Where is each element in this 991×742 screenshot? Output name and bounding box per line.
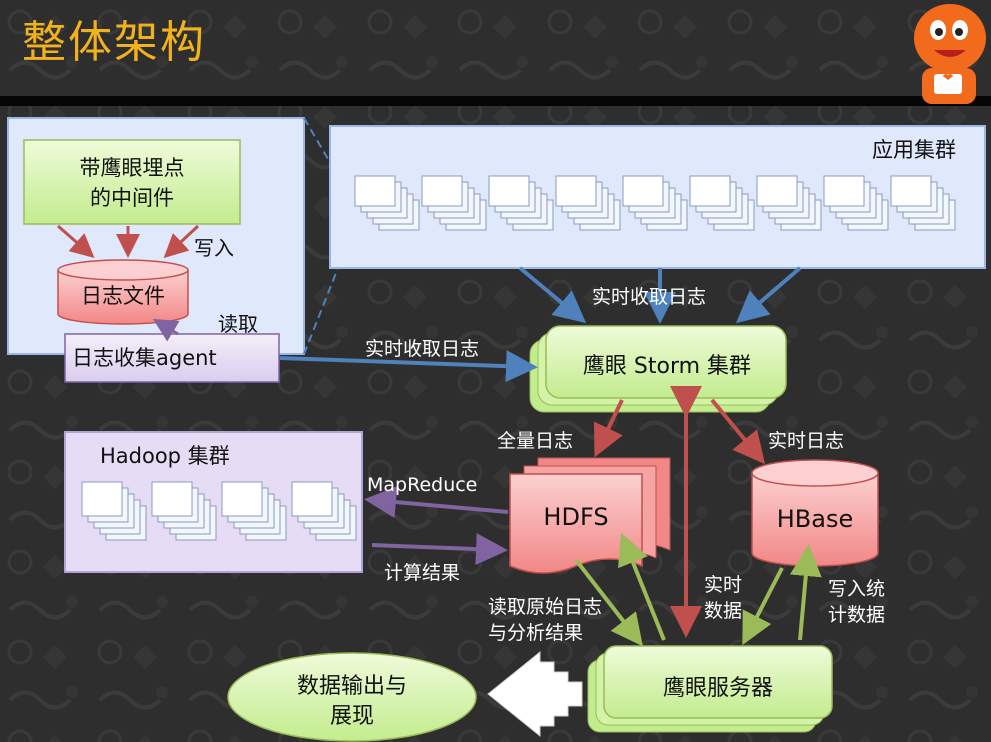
collect-arrow-3: [735, 266, 802, 324]
server-stack-icon: [890, 175, 956, 231]
server-stack-icon: [151, 481, 217, 541]
write-stats-label-line1: 写入统: [828, 578, 886, 600]
storm-cluster-label: 鹰眼 Storm 集群: [582, 354, 752, 379]
server-stack-icon: [291, 481, 357, 541]
log-agent-node: [64, 333, 280, 383]
server-stack-icon: [756, 175, 822, 231]
collect-arrow-1: [518, 266, 587, 324]
write-stats-label-line2: 计数据: [828, 604, 886, 626]
hdfs-node: [509, 457, 671, 574]
realtime-data-arrow: [742, 567, 784, 646]
write-arrow-1: [57, 224, 95, 258]
realtime-log-label: 实时日志: [768, 430, 845, 452]
full-log-label: 全量日志: [497, 430, 574, 452]
log-file-label: 日志文件: [81, 284, 165, 308]
app-server-stacks: [354, 175, 956, 231]
app-cluster-label: 应用集群: [872, 138, 956, 162]
server-stack-icon: [81, 481, 147, 541]
realtime-collect-left-label: 实时收取日志: [365, 338, 480, 360]
server-stack-icon: [555, 175, 621, 231]
compute-result-label: 计算结果: [384, 562, 461, 584]
middleware-label-line1: 带鹰眼埋点: [79, 156, 185, 180]
output-label-line2: 展现: [329, 704, 374, 729]
server-to-hdfs-arrow: [618, 532, 666, 641]
log-file-node: [57, 259, 189, 325]
write-label: 写入: [194, 236, 234, 260]
hadoop-cluster-label: Hadoop 集群: [100, 444, 230, 468]
server-stack-icon: [823, 175, 889, 231]
read-raw-label-line1: 读取原始日志: [488, 596, 603, 618]
mascot-icon: [914, 4, 986, 104]
write-stats-arrow: [789, 544, 822, 641]
server-stack-icon: [421, 175, 487, 231]
server-stack-icon: [622, 175, 688, 231]
mapreduce-label: MapReduce: [367, 474, 478, 496]
title-divider: [0, 96, 991, 106]
middleware-label-line2: 的中间件: [90, 186, 174, 210]
read-raw-arrow: [574, 558, 643, 647]
page-title: 整体架构: [22, 17, 206, 68]
middleware-node: [23, 139, 241, 225]
realtime-log-arrow: [710, 398, 766, 465]
server-stack-icon: [354, 175, 420, 231]
server-stack-icon: [689, 175, 755, 231]
read-label: 读取: [218, 312, 258, 336]
realtime-collect-top-label: 实时收取日志: [592, 286, 707, 308]
eagle-server-node: [603, 645, 833, 719]
eagle-server-label: 鹰眼服务器: [662, 676, 773, 701]
server-stack-icon: [221, 481, 287, 541]
hadoop-server-stacks: [81, 481, 357, 541]
compute-result-arrow: [371, 533, 508, 566]
read-raw-label-line2: 与分析结果: [488, 622, 584, 644]
hbase-node: [751, 459, 879, 567]
output-node: [227, 652, 477, 742]
mapreduce-arrow: [364, 486, 509, 519]
zoom-line-bottom: [303, 224, 356, 355]
storm-cluster-node: [545, 325, 787, 399]
read-arrow: [152, 318, 180, 342]
hdfs-label: HDFS: [543, 503, 609, 531]
output-label-line1: 数据输出与: [296, 674, 407, 699]
server-stack-icon: [488, 175, 554, 231]
log-agent-label: 日志收集agent: [72, 346, 217, 370]
hbase-label: HBase: [776, 505, 854, 533]
write-arrow-3: [163, 224, 200, 259]
realtime-data-label-line1: 实时: [704, 574, 743, 596]
output-arrow: [487, 650, 583, 738]
realtime-data-label-line2: 数据: [704, 600, 743, 622]
agent-to-storm-arrow: [279, 350, 538, 383]
full-log-arrow: [593, 399, 624, 458]
